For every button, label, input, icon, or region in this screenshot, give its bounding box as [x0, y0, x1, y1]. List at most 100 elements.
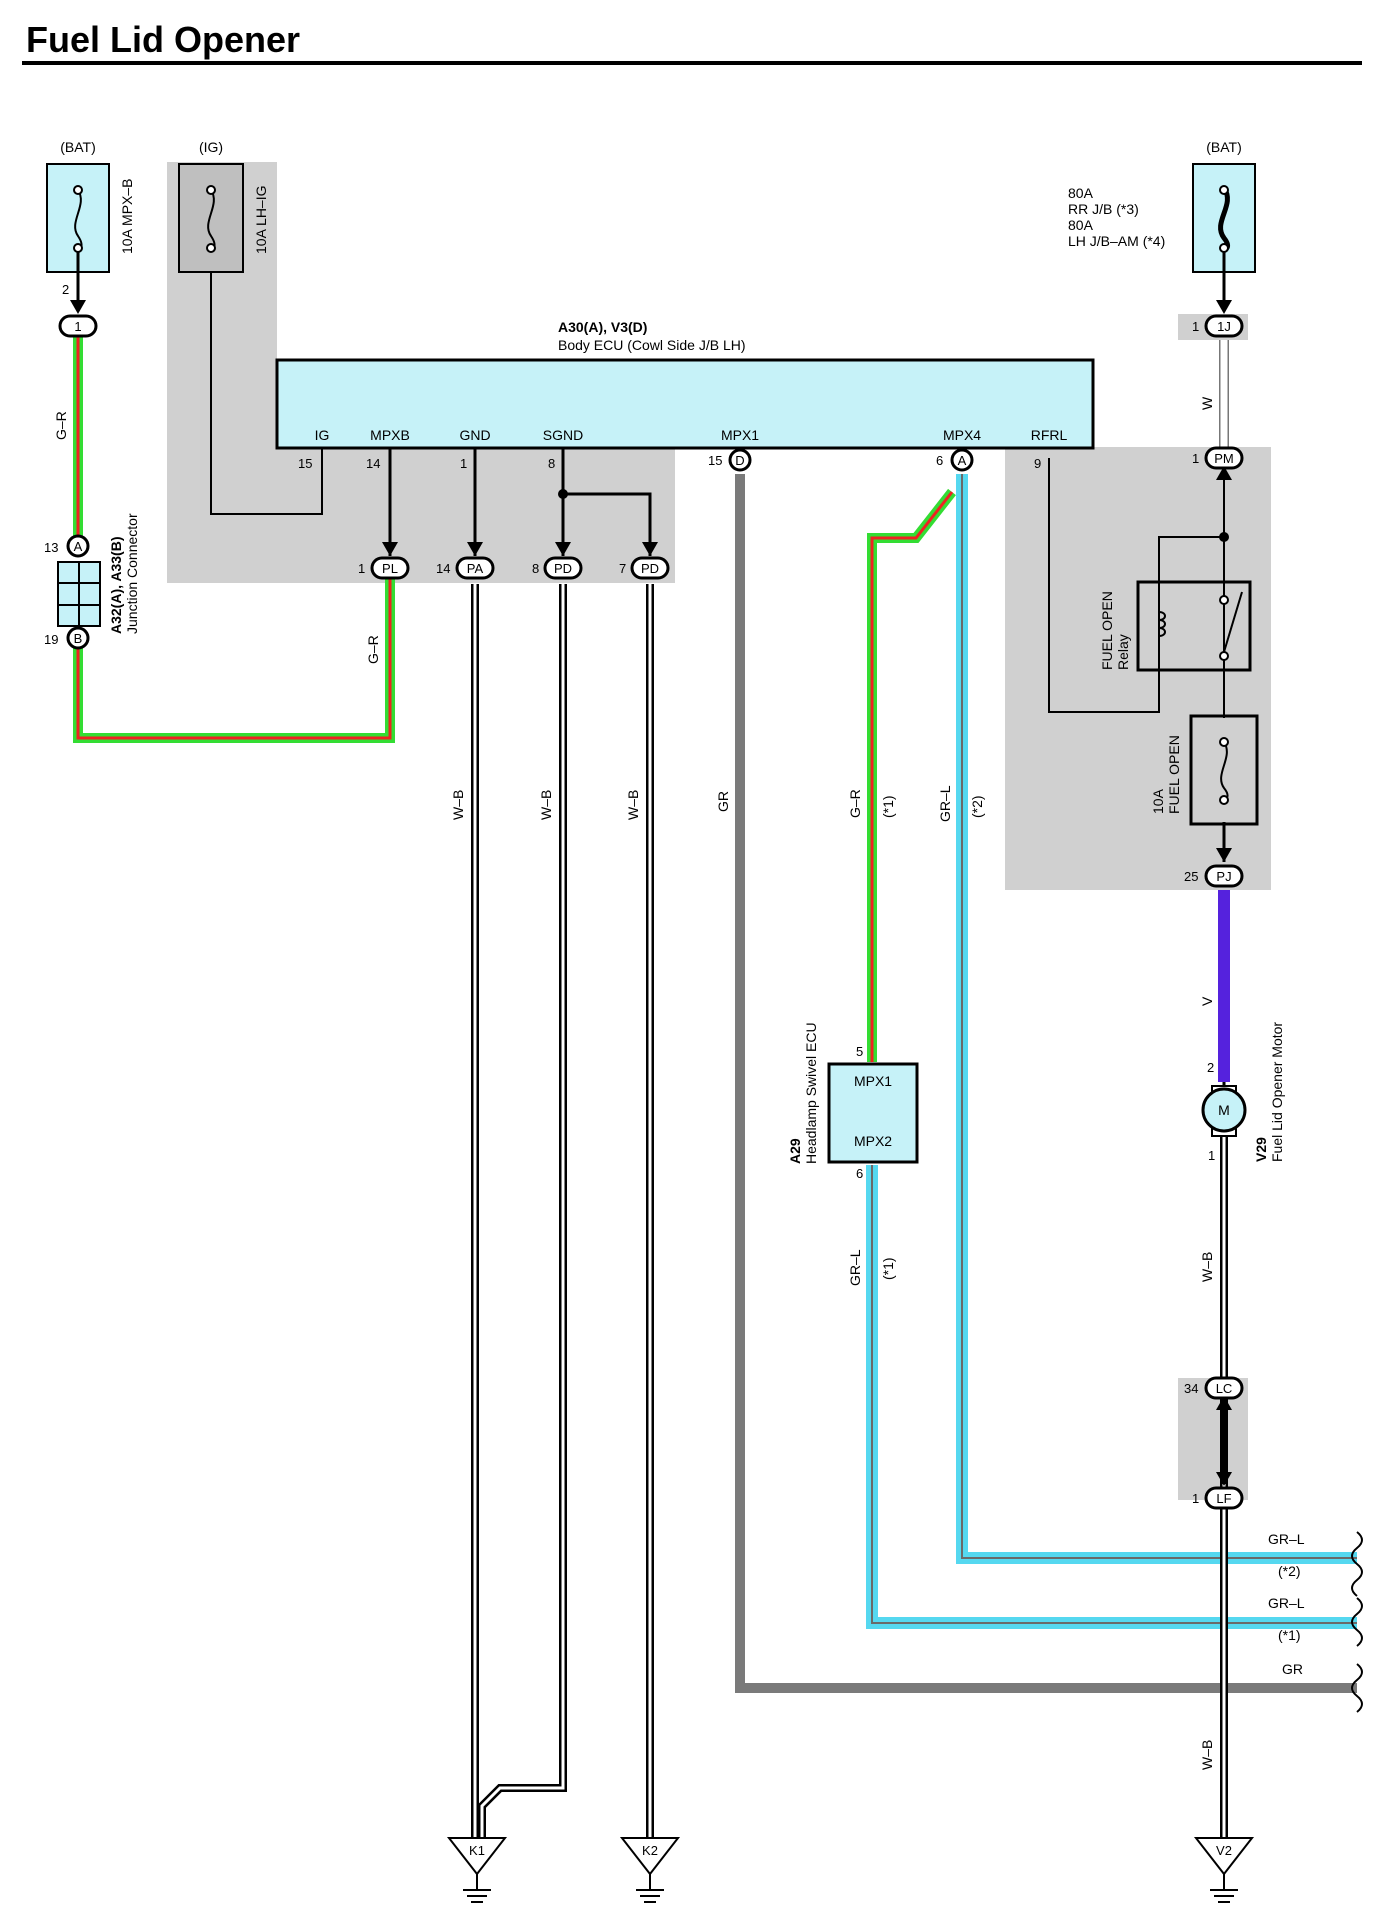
pin-pm: 1: [1192, 451, 1199, 466]
wire-label-note1: (*1): [880, 795, 896, 818]
connector-lf: LF: [1204, 1486, 1244, 1510]
connector-pd-7: PD: [630, 556, 670, 580]
headlamp-ecu-pin2: 6: [856, 1166, 863, 1181]
wire-gr-left-bottom: [73, 578, 395, 743]
wire-relay-coil: [1048, 458, 1224, 713]
pin-1j: 1: [1192, 319, 1199, 334]
svg-text:B: B: [74, 631, 83, 646]
headlamp-ecu-box: [827, 1062, 919, 1164]
pin-lf: 1: [1192, 1491, 1199, 1506]
connector-ecu-a: A: [950, 448, 974, 472]
ground-k2: [619, 1837, 681, 1903]
wire-break-2: [1351, 1597, 1363, 1647]
wire-ig: [210, 246, 323, 515]
wire-sgnd: [561, 448, 652, 556]
pin-pl: 1: [358, 561, 365, 576]
label-fuse-main-1: 80A: [1068, 185, 1094, 201]
label-fuse-main-4: LH J/B–AM (*4): [1068, 233, 1165, 249]
motor-code: V29: [1253, 1137, 1269, 1162]
motor-pin-bottom: 1: [1208, 1148, 1215, 1163]
ground-v2: [1193, 1837, 1255, 1903]
junction-pin-a: 13: [44, 540, 58, 555]
page-title: Fuel Lid Opener: [26, 19, 300, 60]
ecu-pin-mpxb: 14: [366, 456, 380, 471]
wire-label-note2: (*2): [969, 795, 985, 818]
ground-label-v2: V2: [1216, 1843, 1232, 1858]
svg-text:A: A: [74, 539, 83, 554]
body-ecu-name: Body ECU (Cowl Side J/B LH): [558, 337, 746, 353]
output-label-gr: GR: [1282, 1661, 1303, 1677]
label-bat-right: (BAT): [1206, 139, 1242, 155]
wire-label-wb-motor: W–B: [1199, 1252, 1215, 1282]
junction-connector: [57, 561, 101, 627]
svg-text:PD: PD: [554, 561, 572, 576]
output-label-note-1: (*1): [1278, 1627, 1301, 1643]
output-label-note-2: (*2): [1278, 1563, 1301, 1579]
ecu-pin-mpx4: 6: [936, 453, 943, 468]
pin-pj: 25: [1184, 869, 1198, 884]
connector-pd-8: PD: [543, 556, 583, 580]
wire-label-gr: GR: [715, 791, 731, 812]
label-fuse-main-2: RR J/B (*3): [1068, 201, 1139, 217]
svg-text:LF: LF: [1216, 1491, 1231, 1506]
relay-splice: [1219, 532, 1229, 542]
label-fuse-main-3: 80A: [1068, 217, 1094, 233]
svg-text:PL: PL: [382, 561, 398, 576]
wire-break-1: [1351, 1531, 1363, 1597]
wire-label-wb-bottom: W–B: [1199, 1740, 1215, 1770]
wire-label-wb-2: W–B: [538, 790, 554, 820]
wire-label-gr-left-top: G–R: [53, 411, 69, 440]
ground-label-k1: K1: [469, 1843, 485, 1858]
fuel-lid-motor: [1201, 1082, 1247, 1137]
pin-pa: 14: [436, 561, 450, 576]
svg-text:D: D: [735, 453, 744, 468]
relay-label-1: FUEL OPEN: [1099, 591, 1115, 670]
ecu-pin-ig: 15: [298, 456, 312, 471]
label-fuse-lhig: 10A LH–IG: [253, 186, 269, 255]
wire-gr-mid: [867, 488, 956, 1062]
ecu-pin-gnd: 1: [460, 456, 467, 471]
svg-text:A: A: [958, 453, 967, 468]
pin-lc: 34: [1184, 1381, 1198, 1396]
headlamp-ecu-name: Headlamp Swivel ECU: [803, 1022, 819, 1164]
connector-pa: PA: [455, 556, 495, 580]
fuse-mpxb: [46, 163, 110, 302]
ecu-terminal-sgnd: SGND: [543, 427, 583, 443]
label-fuel-open-fuse-1: 10A: [1150, 788, 1166, 814]
connector-pm: PM: [1204, 446, 1244, 470]
fuse-main: [1192, 163, 1256, 302]
svg-text:1J: 1J: [1217, 319, 1231, 334]
connector-ecu-d: D: [728, 448, 752, 472]
headlamp-ecu-t1: MPX1: [854, 1073, 892, 1089]
output-label-grl-1: GR–L: [1268, 1531, 1305, 1547]
ecu-pin-mpx1: 15: [708, 453, 722, 468]
motor-pin-top: 2: [1207, 1060, 1214, 1075]
junction-pin-b: 19: [44, 632, 58, 647]
label-ig: (IG): [199, 139, 223, 155]
connector-junction-a: A: [66, 534, 90, 558]
fuel-open-relay: [1136, 580, 1252, 672]
motor-symbol: M: [1218, 1102, 1230, 1118]
ecu-terminal-mpx4: MPX4: [943, 427, 981, 443]
connector-pl: PL: [370, 556, 410, 580]
wire-label-note1b: (*1): [880, 1257, 896, 1280]
headlamp-ecu-code: A29: [787, 1138, 803, 1164]
fuse-pin-2: 2: [62, 282, 69, 297]
connector-arrows: [70, 300, 1232, 1486]
svg-text:PD: PD: [641, 561, 659, 576]
svg-text:LC: LC: [1216, 1381, 1233, 1396]
svg-text:PM: PM: [1214, 451, 1234, 466]
connector-1j: 1J: [1204, 314, 1244, 338]
ecu-terminal-mpx1: MPX1: [721, 427, 759, 443]
ecu-terminal-mpxb: MPXB: [370, 427, 410, 443]
wire-label-gr-mid: G–R: [847, 789, 863, 818]
fuse-lhig: [178, 163, 244, 273]
wire-label-grl-ecu: GR–L: [847, 1249, 863, 1286]
sgnd-splice: [558, 489, 568, 499]
svg-text:PJ: PJ: [1216, 869, 1231, 884]
wire-gr: [735, 474, 1357, 1693]
connector-pj: PJ: [1204, 864, 1244, 888]
motor-name: Fuel Lid Opener Motor: [1269, 1022, 1285, 1162]
connector-lc: LC: [1204, 1376, 1244, 1400]
